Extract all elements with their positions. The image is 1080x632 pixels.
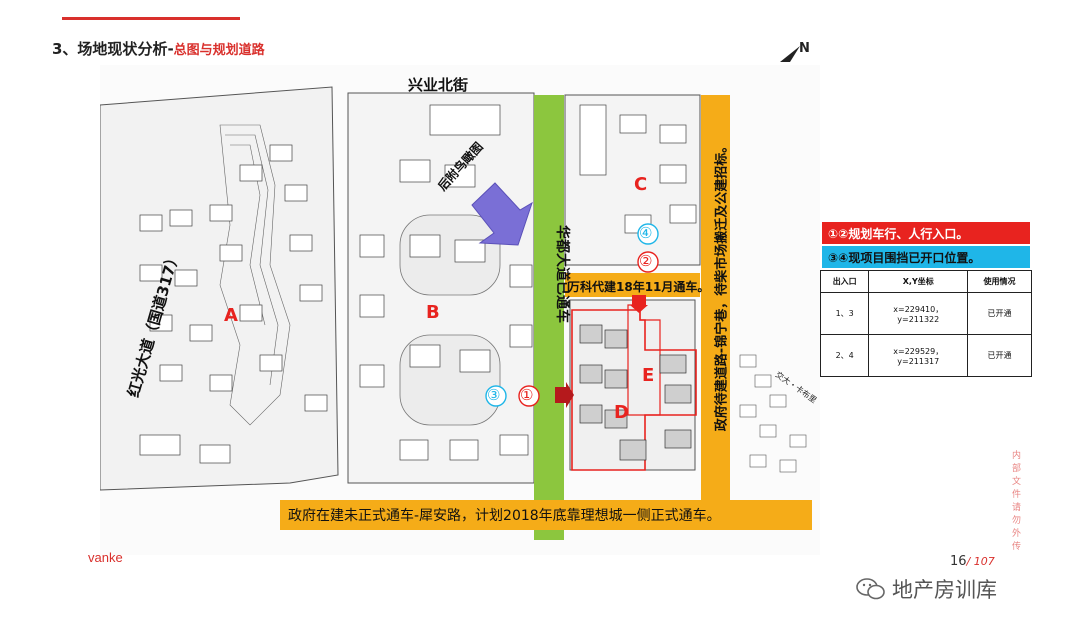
parcel-label-b: B — [426, 302, 440, 323]
table-header-row: 出入口 X,Y坐标 使用情况 — [819, 270, 1032, 293]
marker-1: ① — [520, 386, 534, 404]
table-header: X,Y坐标 — [868, 270, 969, 293]
table-cell: x=229529， y=211317 — [868, 334, 969, 377]
page-title-main: 3、场地现状分析- — [52, 40, 174, 58]
legend-existing-openings: ③④现项目围挡已开口位置。 — [822, 246, 1030, 268]
table-cell: 2、4 — [819, 334, 870, 377]
compass-letter: N — [799, 41, 810, 56]
road-label-huadu: 华都大道已通车 — [554, 225, 570, 323]
parcel-label-d: D — [614, 402, 629, 423]
parcel-label-a: A — [224, 305, 238, 326]
watermark: 地产房训库 — [856, 574, 997, 604]
vanke-logo: vanke — [88, 550, 123, 565]
road-label-xingye: 兴业北街 — [408, 76, 469, 94]
parcel-label-c: C — [634, 174, 648, 195]
wechat-icon — [856, 578, 885, 600]
watermark-text: 地产房训库 — [892, 578, 997, 602]
table-cell: 1、3 — [819, 292, 870, 335]
road-label-vanke: 万科代建18年11月通车。 — [568, 280, 710, 294]
entry-arrow — [555, 382, 574, 408]
jinning-lane-road — [701, 95, 730, 500]
page-subtitle: 总图与规划道路 — [173, 43, 265, 58]
vanke-built-road — [565, 273, 700, 297]
table-cell: 已开通 — [967, 334, 1032, 377]
table-cell: x=229410， y=211322 — [868, 292, 969, 335]
parcel-de-buildings — [579, 324, 692, 461]
title-accent-line — [62, 17, 240, 20]
table-row: 2、4 x=229529， y=211317 已开通 — [819, 334, 1032, 377]
table-row: 1、3 x=229410， y=211322 已开通 — [819, 292, 1032, 335]
entrance-coordinates-table: 出入口 X,Y坐标 使用情况 1、3 x=229410， y=211322 已开… — [819, 270, 1032, 377]
road-label-xian: 政府在建未正式通车-犀安路，计划2018年底靠理想城一侧正式通车。 — [280, 500, 812, 530]
table-cell: 已开通 — [967, 292, 1032, 335]
internal-document-stamp: 内部文件 请勿外传 — [1012, 451, 1022, 552]
site-plan-map — [100, 65, 820, 555]
page-total: / 107 — [966, 555, 995, 568]
page-title: 3、场地现状分析-总图与规划道路 — [52, 38, 265, 59]
north-arrow-icon: N — [780, 41, 810, 62]
huadu-avenue-road — [534, 95, 564, 540]
road-label-jinning: 政府待建道路-锦宁巷，待柴市场搬迁及公建招标。 — [714, 139, 730, 432]
marker-4: ④ — [639, 224, 653, 242]
compass: N — [778, 38, 812, 70]
parcel-b-buildings — [359, 104, 533, 461]
parcel-a-area — [100, 86, 339, 491]
parcel-a-buildings — [139, 144, 328, 464]
marker-2: ② — [639, 252, 653, 270]
parcel-label-e: E — [642, 365, 655, 386]
jiaoda-kabuli-buildings — [739, 354, 807, 473]
parcel-a-hatch — [219, 124, 291, 426]
legend-planned-entrances: ①②规划车行、人行入口。 — [822, 222, 1030, 244]
marker-3: ③ — [487, 386, 501, 404]
aerial-view-arrow — [471, 182, 533, 246]
table-header: 使用情况 — [967, 270, 1032, 293]
table-header: 出入口 — [819, 270, 870, 293]
page-current: 16 — [950, 554, 967, 569]
page-number: 16/ 107 — [950, 554, 995, 569]
